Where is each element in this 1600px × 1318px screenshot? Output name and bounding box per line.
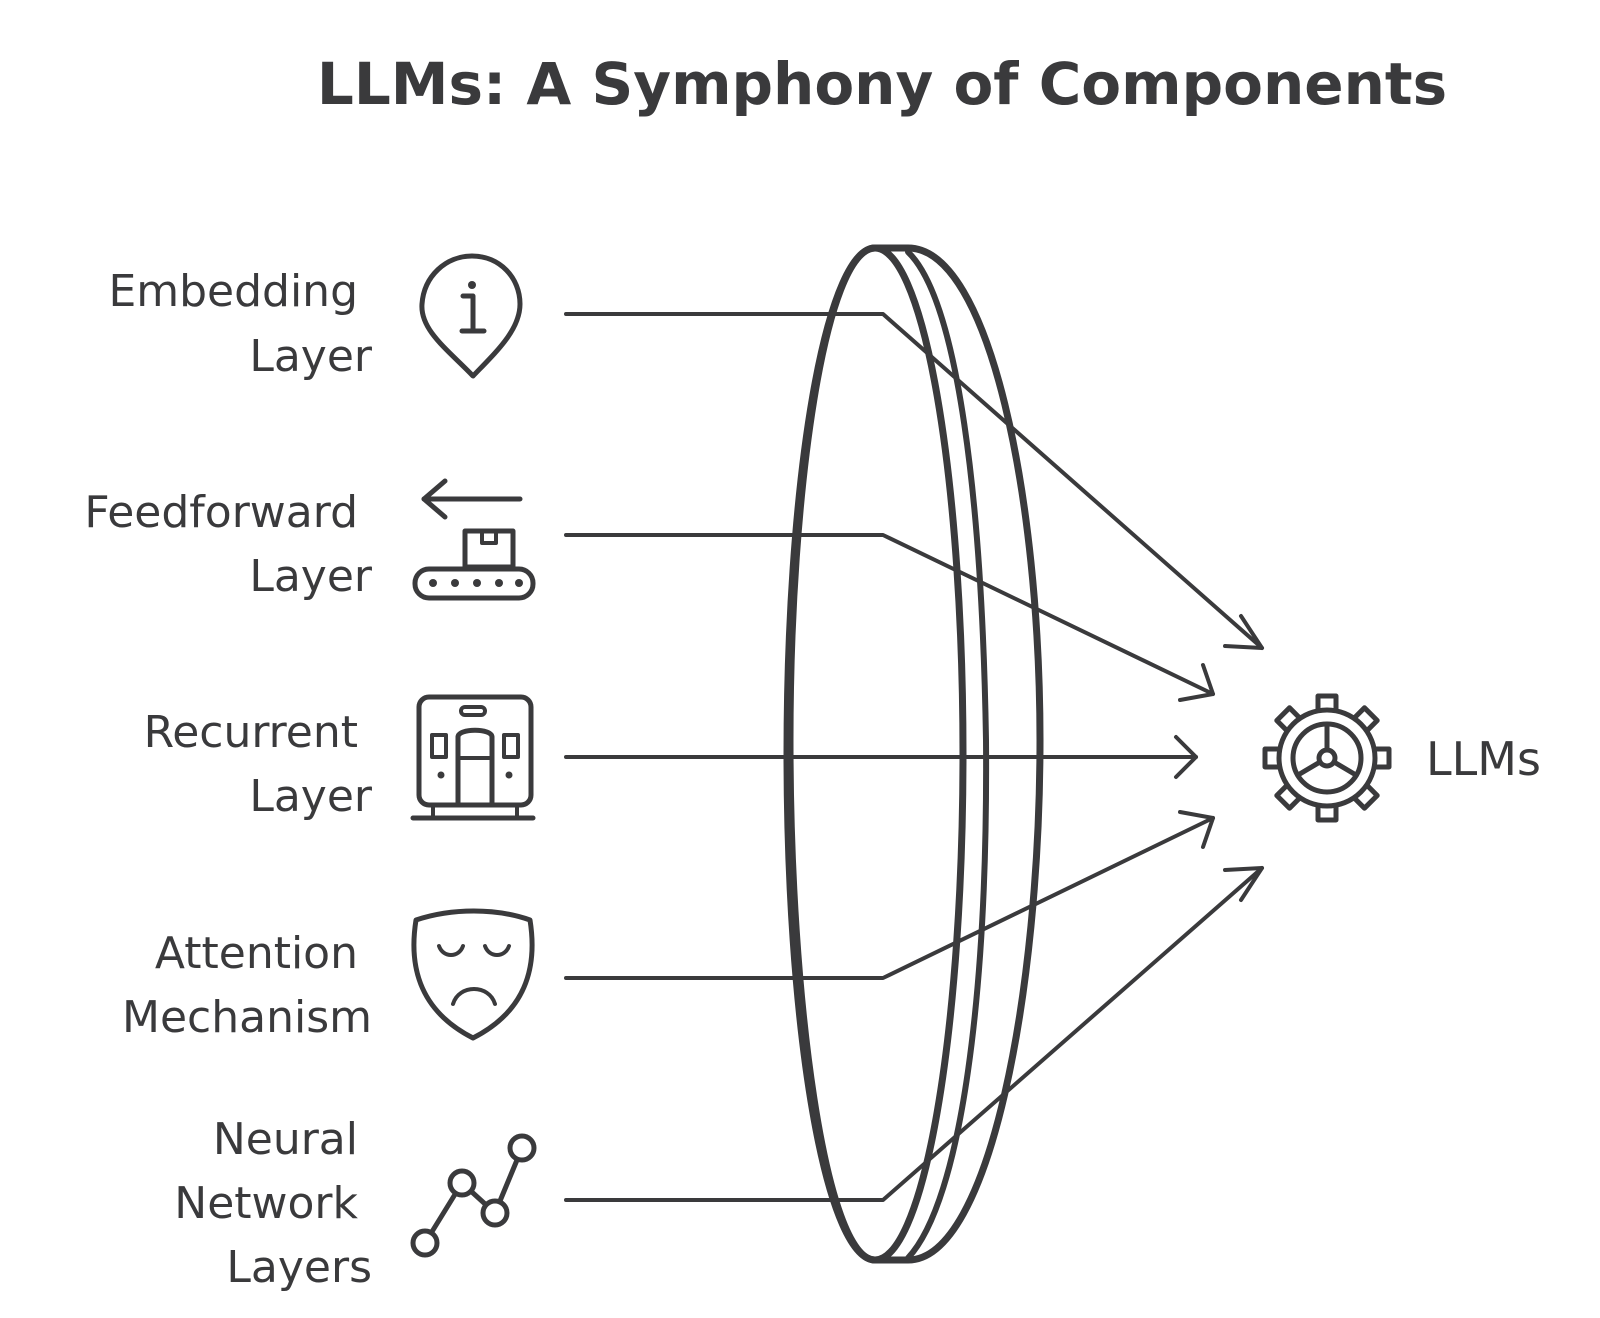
- gear-icon: [1262, 693, 1392, 823]
- component-label-embedding: Embedding Layer: [108, 266, 372, 382]
- arrowhead: [1178, 663, 1215, 702]
- page-title: LLMs: A Symphony of Components: [317, 50, 1447, 118]
- info-pin-icon: [419, 253, 523, 379]
- connector-attention: [564, 816, 1215, 980]
- component-label-neural: Neural Network Layers: [174, 1114, 372, 1293]
- arrowhead: [1174, 735, 1198, 779]
- component-label-attention: Attention Mechanism: [122, 928, 372, 1043]
- arrowhead: [1178, 810, 1215, 849]
- component-label-feedforward: Feedforward Layer: [84, 487, 373, 602]
- connector-feedforward: [564, 533, 1215, 696]
- connectors: [564, 312, 1264, 1202]
- sad-mask-icon: [411, 908, 535, 1041]
- output-label: LLMs: [1426, 732, 1541, 786]
- arrowhead: [1223, 866, 1264, 902]
- connector-embedding: [564, 312, 1264, 650]
- connector-neural: [564, 866, 1264, 1202]
- component-label-recurrent: Recurrent Layer: [144, 707, 373, 822]
- conveyor-belt-icon: [412, 478, 536, 601]
- node-graph-icon: [410, 1133, 537, 1258]
- lens-shape: [783, 244, 1044, 1264]
- arrowhead: [1223, 614, 1264, 650]
- train-icon: [410, 694, 536, 821]
